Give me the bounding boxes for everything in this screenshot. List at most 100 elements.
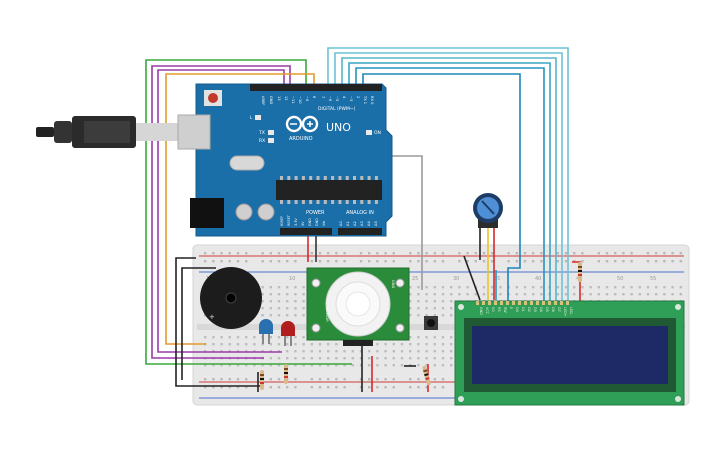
- breadboard-hole[interactable]: [523, 260, 527, 263]
- breadboard-hole[interactable]: [532, 260, 535, 263]
- breadboard-hole[interactable]: [622, 252, 625, 255]
- breadboard-hole[interactable]: [392, 350, 395, 353]
- breadboard-hole[interactable]: [532, 293, 535, 296]
- breadboard-hole[interactable]: [679, 260, 682, 263]
- breadboard-hole[interactable]: [646, 260, 650, 263]
- breadboard-hole[interactable]: [622, 286, 625, 289]
- breadboard-hole[interactable]: [400, 343, 404, 346]
- led-blue[interactable]: [259, 319, 273, 344]
- breadboard-hole[interactable]: [228, 364, 231, 367]
- breadboard-hole[interactable]: [482, 286, 486, 289]
- breadboard-hole[interactable]: [277, 336, 281, 339]
- breadboard-hole[interactable]: [466, 293, 469, 296]
- breadboard-hole[interactable]: [368, 386, 371, 389]
- breadboard-hole[interactable]: [392, 260, 395, 263]
- lcd-pin[interactable]: [524, 301, 527, 305]
- breadboard-hole[interactable]: [228, 386, 231, 389]
- breadboard-hole[interactable]: [441, 350, 445, 353]
- breadboard-hole[interactable]: [466, 252, 469, 255]
- breadboard-hole[interactable]: [335, 378, 338, 381]
- breadboard-hole[interactable]: [458, 293, 461, 296]
- breadboard-hole[interactable]: [515, 293, 518, 296]
- breadboard-hole[interactable]: [302, 350, 305, 353]
- usb-port[interactable]: [177, 114, 211, 150]
- breadboard-hole[interactable]: [294, 364, 297, 367]
- breadboard-hole[interactable]: [450, 307, 453, 310]
- breadboard-hole[interactable]: [573, 293, 576, 296]
- breadboard-hole[interactable]: [417, 350, 420, 353]
- breadboard-hole[interactable]: [441, 343, 445, 346]
- breadboard-hole[interactable]: [671, 252, 674, 255]
- breadboard-hole[interactable]: [277, 307, 281, 310]
- breadboard-hole[interactable]: [384, 260, 387, 263]
- breadboard-hole[interactable]: [400, 350, 404, 353]
- breadboard-hole[interactable]: [589, 286, 592, 289]
- lcd-pin[interactable]: [476, 301, 479, 305]
- breadboard-hole[interactable]: [417, 286, 420, 289]
- breadboard-hole[interactable]: [327, 252, 330, 255]
- breadboard-hole[interactable]: [466, 286, 469, 289]
- breadboard-hole[interactable]: [540, 286, 543, 289]
- breadboard-hole[interactable]: [376, 386, 379, 389]
- breadboard-hole[interactable]: [482, 293, 486, 296]
- breadboard-hole[interactable]: [425, 350, 428, 353]
- breadboard-hole[interactable]: [269, 252, 272, 255]
- breadboard-hole[interactable]: [671, 260, 674, 263]
- breadboard-hole[interactable]: [417, 336, 420, 339]
- breadboard-hole[interactable]: [425, 343, 428, 346]
- breadboard-hole[interactable]: [318, 357, 322, 360]
- breadboard-hole[interactable]: [220, 364, 223, 367]
- breadboard-hole[interactable]: [433, 314, 436, 317]
- breadboard-hole[interactable]: [474, 293, 477, 296]
- breadboard-hole[interactable]: [302, 343, 305, 346]
- breadboard-hole[interactable]: [441, 357, 445, 360]
- lcd-pin[interactable]: [542, 301, 545, 305]
- breadboard-hole[interactable]: [286, 350, 289, 353]
- breadboard-hole[interactable]: [482, 252, 486, 255]
- breadboard-hole[interactable]: [269, 293, 272, 296]
- breadboard-hole[interactable]: [409, 314, 412, 317]
- breadboard-hole[interactable]: [277, 252, 281, 255]
- breadboard-hole[interactable]: [277, 378, 281, 381]
- wire-cyan[interactable]: [327, 47, 569, 302]
- breadboard-hole[interactable]: [269, 386, 272, 389]
- breadboard-hole[interactable]: [245, 364, 248, 367]
- breadboard-hole[interactable]: [212, 336, 215, 339]
- breadboard-hole[interactable]: [441, 260, 445, 263]
- breadboard-hole[interactable]: [302, 286, 305, 289]
- wire-purple[interactable]: [157, 69, 285, 353]
- breadboard-hole[interactable]: [269, 378, 272, 381]
- breadboard-hole[interactable]: [573, 252, 576, 255]
- breadboard-hole[interactable]: [646, 286, 650, 289]
- breadboard-hole[interactable]: [220, 336, 223, 339]
- breadboard-hole[interactable]: [261, 307, 264, 310]
- breadboard-hole[interactable]: [269, 300, 272, 303]
- resistor[interactable]: [284, 364, 288, 384]
- breadboard-hole[interactable]: [310, 357, 313, 360]
- breadboard-hole[interactable]: [327, 378, 330, 381]
- breadboard-hole[interactable]: [376, 378, 379, 381]
- lcd-pin[interactable]: [482, 301, 485, 305]
- resistor[interactable]: [422, 365, 431, 386]
- breadboard-hole[interactable]: [663, 293, 666, 296]
- breadboard-hole[interactable]: [310, 252, 313, 255]
- breadboard-hole[interactable]: [368, 252, 371, 255]
- lcd-pin[interactable]: [536, 301, 539, 305]
- breadboard-hole[interactable]: [614, 286, 617, 289]
- breadboard-hole[interactable]: [417, 252, 420, 255]
- breadboard-hole[interactable]: [236, 260, 240, 263]
- breadboard-hole[interactable]: [417, 357, 420, 360]
- breadboard-hole[interactable]: [433, 252, 436, 255]
- breadboard-hole[interactable]: [597, 293, 600, 296]
- breadboard-hole[interactable]: [581, 252, 584, 255]
- breadboard-hole[interactable]: [318, 350, 322, 353]
- breadboard-hole[interactable]: [425, 293, 428, 296]
- breadboard-hole[interactable]: [277, 293, 281, 296]
- breadboard-hole[interactable]: [318, 260, 322, 263]
- breadboard-hole[interactable]: [384, 343, 387, 346]
- breadboard-hole[interactable]: [261, 293, 264, 296]
- breadboard-hole[interactable]: [441, 252, 445, 255]
- breadboard-hole[interactable]: [310, 343, 313, 346]
- breadboard-hole[interactable]: [236, 378, 240, 381]
- breadboard-hole[interactable]: [245, 386, 248, 389]
